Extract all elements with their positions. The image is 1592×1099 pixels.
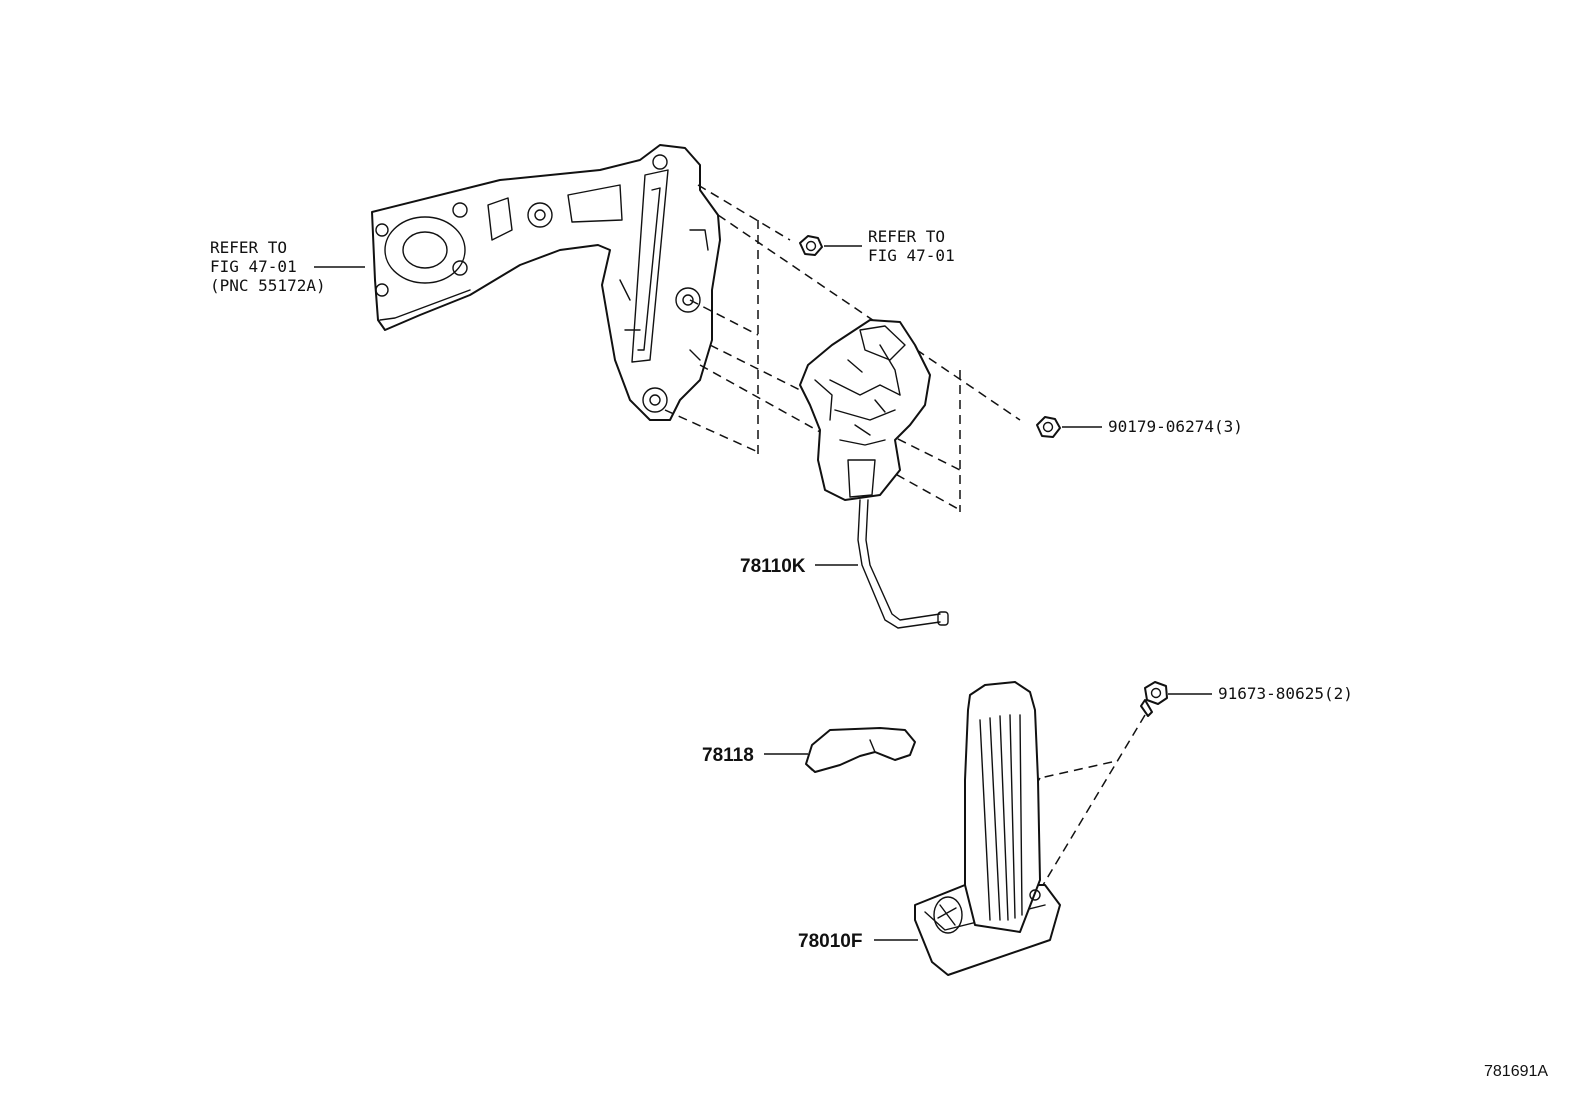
pedal-cover [805,727,916,773]
bracket-ref-line-2: FIG 47-01 [210,257,297,276]
flange-nut-90179 [1036,416,1061,438]
part-number-78110k: 78110K [740,556,806,577]
part-number-91673: 91673-80625(2) [1218,684,1353,703]
leader-lines [314,245,1212,941]
nut-ref-line-1: REFER TO [868,227,945,246]
accelerator-pedal-sensor [799,319,949,629]
part-number-90179: 90179-06274(3) [1108,417,1243,436]
part-number-78010f: 78010F [798,931,862,952]
bolt-91673 [1140,681,1168,717]
bracket-ref-line-3: (PNC 55172A) [210,276,326,295]
nut-reference-label: REFER TO FIG 47-01 [868,227,955,265]
nut-ref-line-2: FIG 47-01 [868,246,955,265]
bracket-ref-line-1: REFER TO [210,238,287,257]
accelerator-pedal-assembly [914,681,1061,976]
figure-id: 781691A [1484,1063,1548,1080]
flange-nut-upper [799,235,823,256]
part-number-78118: 78118 [702,745,754,766]
pedal-bracket [371,144,721,421]
bracket-reference-label: REFER TO FIG 47-01 (PNC 55172A) [210,238,326,295]
